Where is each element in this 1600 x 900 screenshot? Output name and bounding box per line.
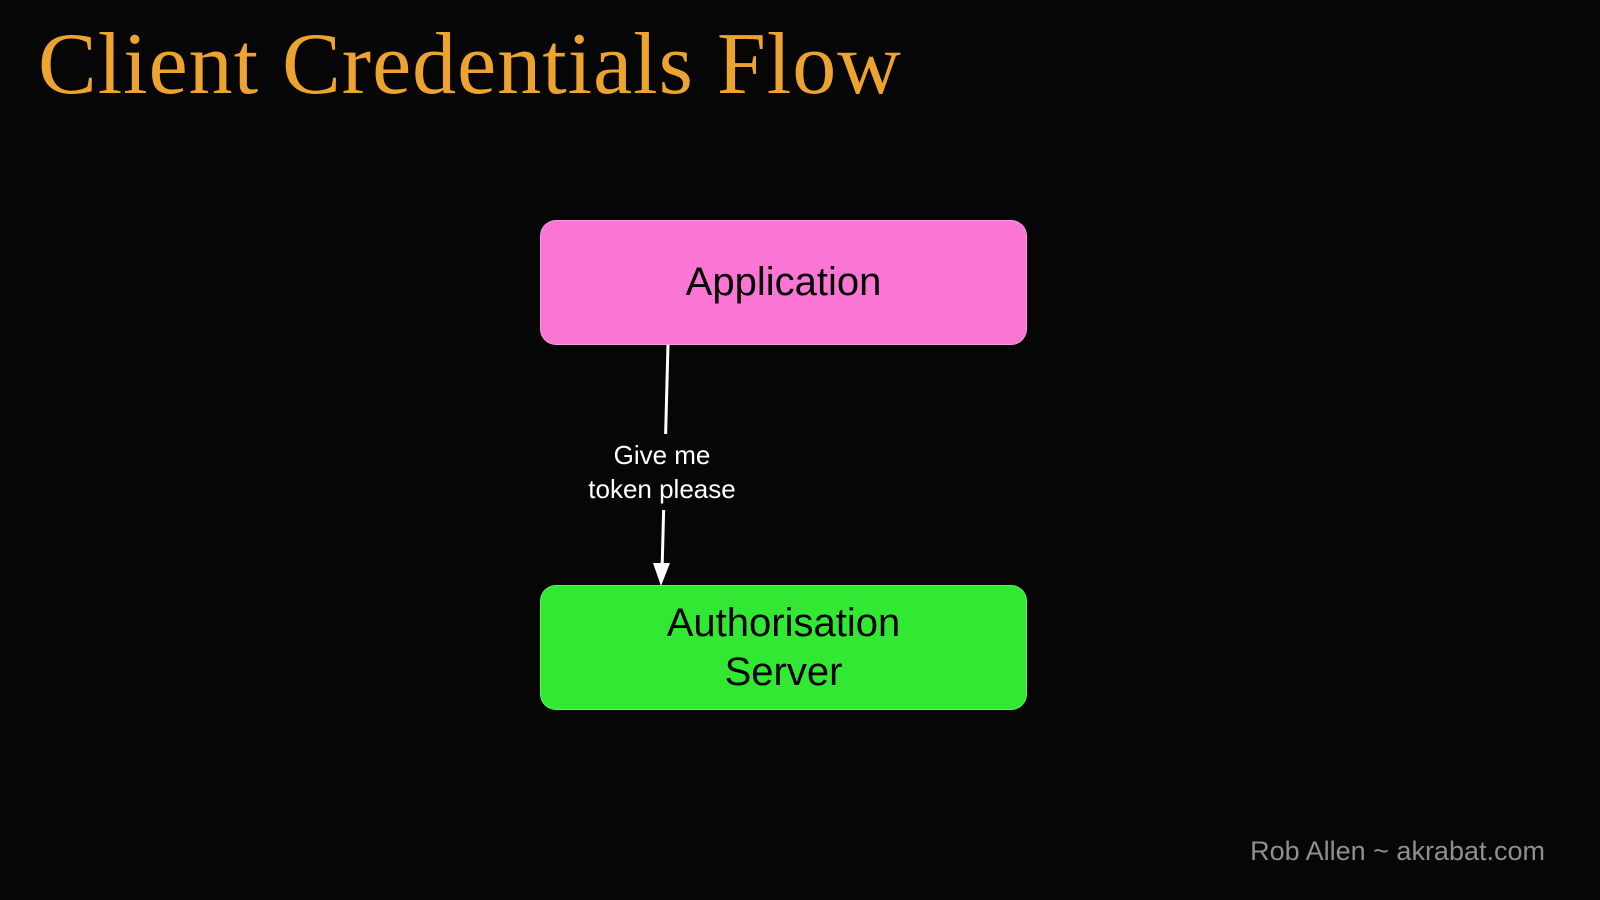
node-auth-server-label-line-2: Server: [724, 649, 843, 694]
node-authorisation-server: Authorisation Server: [540, 585, 1027, 710]
edge-label-give-me-token: Give me token please: [537, 434, 787, 510]
footer-credit: Rob Allen ~ akrabat.com: [1250, 836, 1545, 866]
node-application-label: Application: [685, 260, 882, 305]
node-application: Application: [540, 220, 1027, 345]
arrow-head-icon: [653, 563, 670, 586]
page-title: Client Credentials Flow: [38, 16, 902, 113]
node-auth-server-label-line-1: Authorisation: [666, 600, 901, 645]
edge-label-line-2: token please: [588, 474, 736, 504]
edge-label-line-1: Give me: [613, 440, 711, 470]
